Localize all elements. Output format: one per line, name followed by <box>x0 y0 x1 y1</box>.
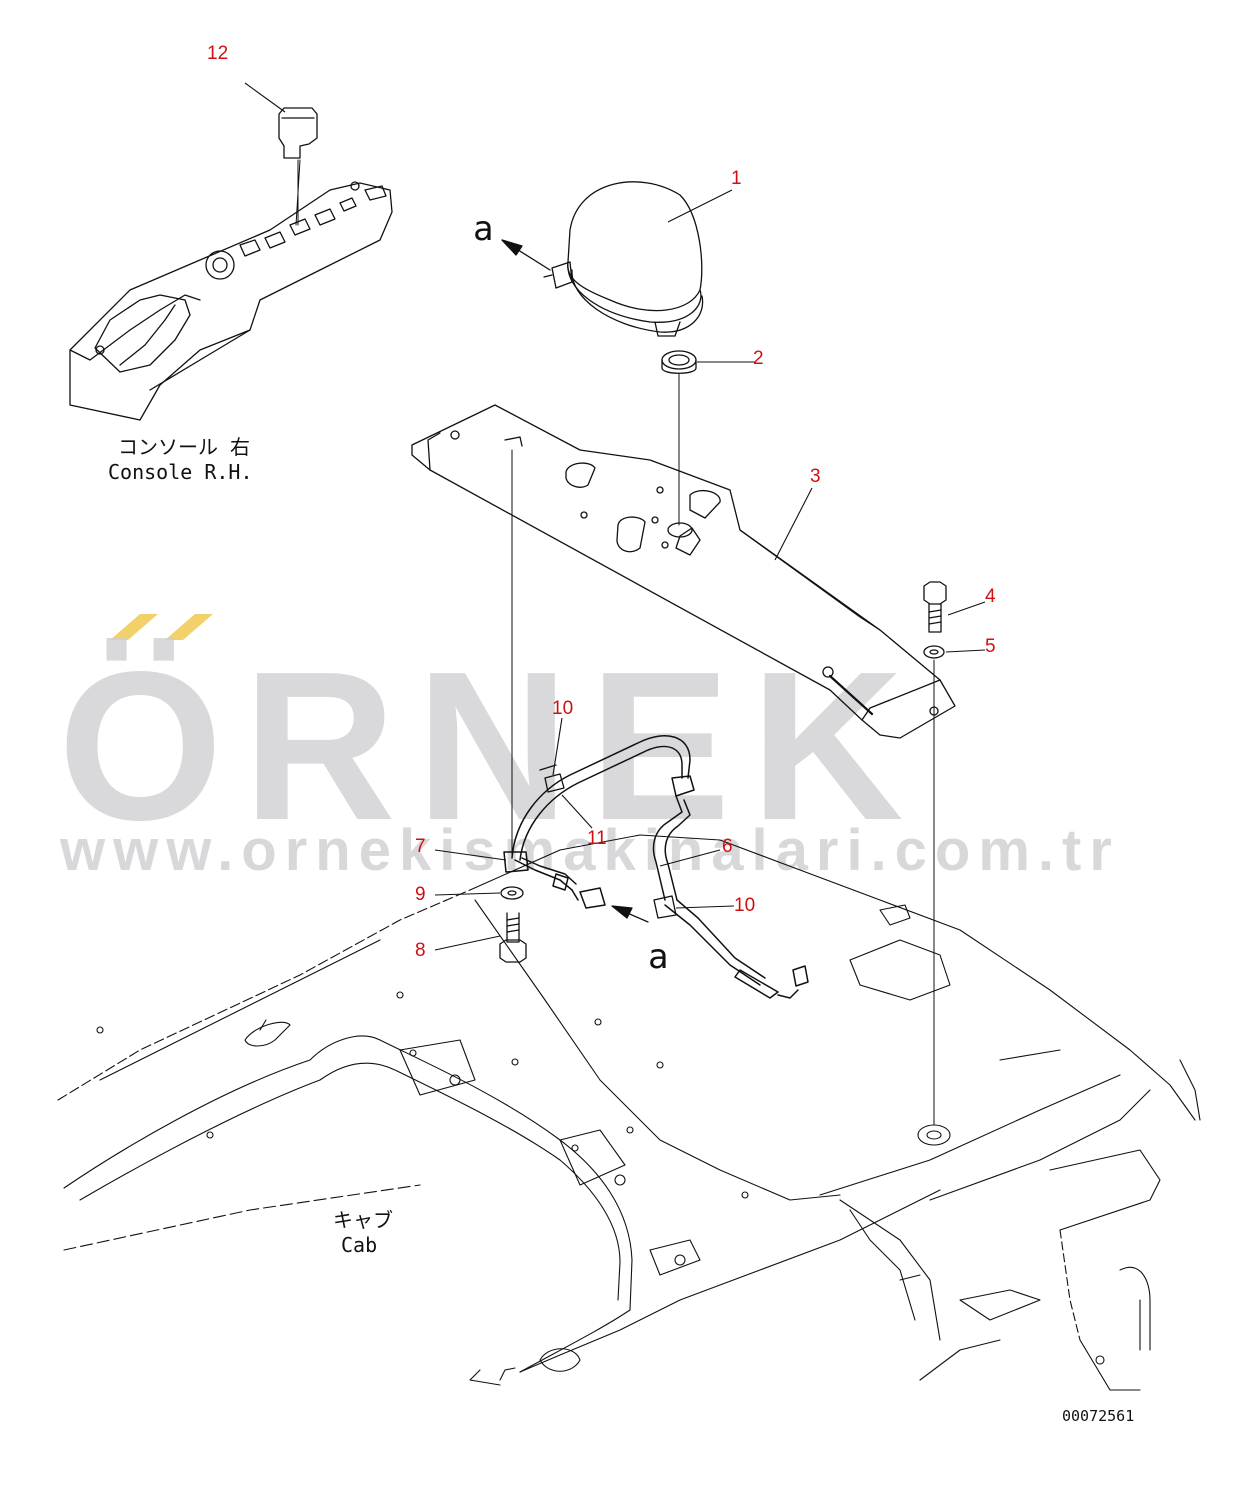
part-12-switch <box>278 107 318 226</box>
callout-5: 5 <box>985 636 996 657</box>
callout-6: 6 <box>722 836 733 857</box>
callout-4: 4 <box>985 586 996 607</box>
cab-body <box>57 834 1201 1391</box>
callout-2: 2 <box>753 348 764 369</box>
console-rh <box>69 181 393 421</box>
leader-7 <box>434 849 507 861</box>
console-label-en: Console R.H. <box>108 460 253 484</box>
part-6-harness <box>503 735 809 999</box>
watermark-accent-right <box>165 614 213 640</box>
view-label-a-bottom: a <box>648 937 669 977</box>
callout-11: 11 <box>587 828 607 849</box>
view-arrow-a-top <box>501 239 551 271</box>
leader-9 <box>434 892 501 896</box>
leader-4 <box>947 601 986 616</box>
callout-10-bottom: 10 <box>734 895 756 916</box>
watermark-accent-left <box>110 614 158 640</box>
part-4-bolt <box>923 581 947 633</box>
drawing-number: 00072561 <box>1062 1407 1135 1425</box>
view-label-a-top: a <box>473 209 494 249</box>
part-1-lamp <box>543 181 704 337</box>
leader-8 <box>434 935 501 951</box>
part-3-bracket <box>411 404 956 856</box>
part-5-washer <box>923 645 945 1126</box>
part-8-bolt <box>499 912 527 963</box>
callout-1: 1 <box>731 168 742 189</box>
leader-3 <box>774 487 813 561</box>
cab-label-en: Cab <box>341 1233 378 1257</box>
callout-3: 3 <box>810 466 821 487</box>
leader-12 <box>244 82 286 113</box>
console-label-jp: コンソール 右 <box>118 435 251 459</box>
callout-7: 7 <box>415 836 426 857</box>
callout-10-top: 10 <box>552 698 574 719</box>
part-9-washer <box>500 886 524 900</box>
watermark-url: www.ornekismakinalari.com.tr <box>60 818 1120 883</box>
leader-11 <box>561 794 593 829</box>
leader-10b <box>675 905 735 909</box>
watermark-brand: ÖRNEK <box>58 627 924 864</box>
part-10-11-clips <box>539 764 677 919</box>
view-arrow-a-bottom <box>611 905 649 923</box>
callout-12: 12 <box>207 43 229 64</box>
callout-8: 8 <box>415 940 426 961</box>
leader-6 <box>659 849 721 867</box>
cab-label-jp: キャブ <box>333 1208 393 1232</box>
callout-9: 9 <box>415 884 426 905</box>
part-2-grommet <box>661 350 697 526</box>
leader-5 <box>945 649 986 653</box>
leader-1 <box>667 189 733 223</box>
leader-10a <box>552 717 563 776</box>
